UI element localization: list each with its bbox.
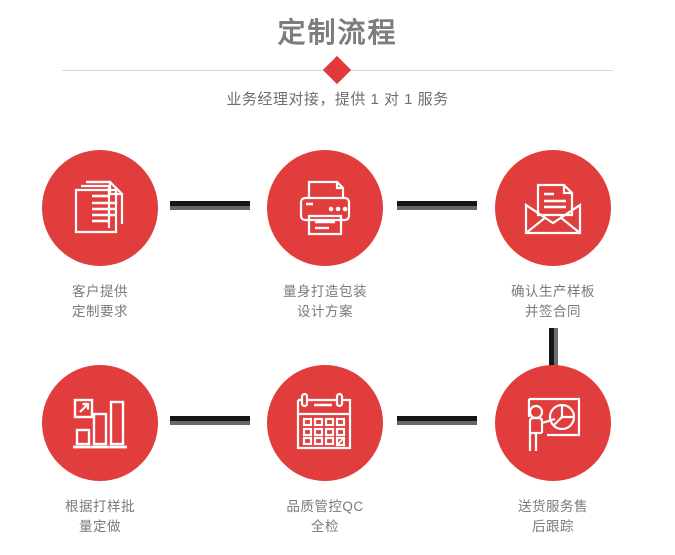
connector-horizontal-4: [397, 416, 477, 425]
connector-shadow: [397, 206, 477, 210]
connector-bar: [170, 416, 250, 421]
flow-step-delivery-after-sales[interactable]: 送货服务售 后跟踪: [463, 365, 643, 537]
connector-shadow: [170, 421, 250, 425]
step-label: 品质管控QC 全检: [286, 499, 364, 534]
process-flow: 客户提供 定制要求: [0, 150, 675, 550]
flow-step-batch-production[interactable]: 根据打样批 量定做: [10, 365, 190, 537]
flow-step-packaging-design[interactable]: 量身打造包装 设计方案: [235, 150, 415, 322]
connector-horizontal-2: [397, 201, 477, 210]
calendar-icon: [296, 392, 352, 450]
flow-step-customer-requirements[interactable]: 客户提供 定制要求: [10, 150, 190, 322]
step-icon-circle: [42, 150, 158, 266]
step-label: 量身打造包装 设计方案: [283, 284, 367, 319]
flow-step-confirm-sample-sign-contract[interactable]: 确认生产样板 并签合同: [463, 150, 643, 322]
divider: [62, 55, 613, 85]
connector-bar: [397, 201, 477, 206]
page-subtitle: 业务经理对接，提供 1 对 1 服务: [226, 91, 449, 108]
connector-shadow: [170, 206, 250, 210]
bar-chart-growth-icon: [73, 398, 127, 449]
step-icon-circle: [267, 150, 383, 266]
connector-bar: [549, 328, 554, 368]
step-label: 根据打样批 量定做: [65, 499, 135, 534]
connector-shadow: [554, 328, 558, 368]
step-label: 送货服务售 后跟踪: [518, 499, 588, 534]
step-label: 客户提供 定制要求: [72, 284, 128, 319]
presentation-pie-chart-icon: [527, 397, 581, 451]
connector-bar: [170, 201, 250, 206]
printer-icon: [299, 180, 351, 236]
step-icon-circle: [495, 150, 611, 266]
connector-horizontal-3: [170, 416, 250, 425]
header: 定制流程 业务经理对接，提供 1 对 1 服务: [0, 0, 675, 130]
step-icon-circle: [42, 365, 158, 481]
flow-row-1: 客户提供 定制要求: [0, 150, 675, 340]
documents-stack-icon: [74, 180, 124, 234]
flow-row-2: 根据打样批 量定做: [0, 365, 675, 555]
connector-shadow: [397, 421, 477, 425]
page-title: 定制流程: [277, 17, 398, 48]
step-label: 确认生产样板 并签合同: [511, 284, 595, 319]
connector-horizontal-1: [170, 201, 250, 210]
step-icon-circle: [495, 365, 611, 481]
envelope-letter-icon: [524, 183, 582, 235]
connector-bar: [397, 416, 477, 421]
flow-step-quality-control[interactable]: 品质管控QC 全检: [235, 365, 415, 537]
diamond-icon: [322, 55, 352, 85]
step-icon-circle: [267, 365, 383, 481]
connector-vertical: [549, 328, 558, 368]
